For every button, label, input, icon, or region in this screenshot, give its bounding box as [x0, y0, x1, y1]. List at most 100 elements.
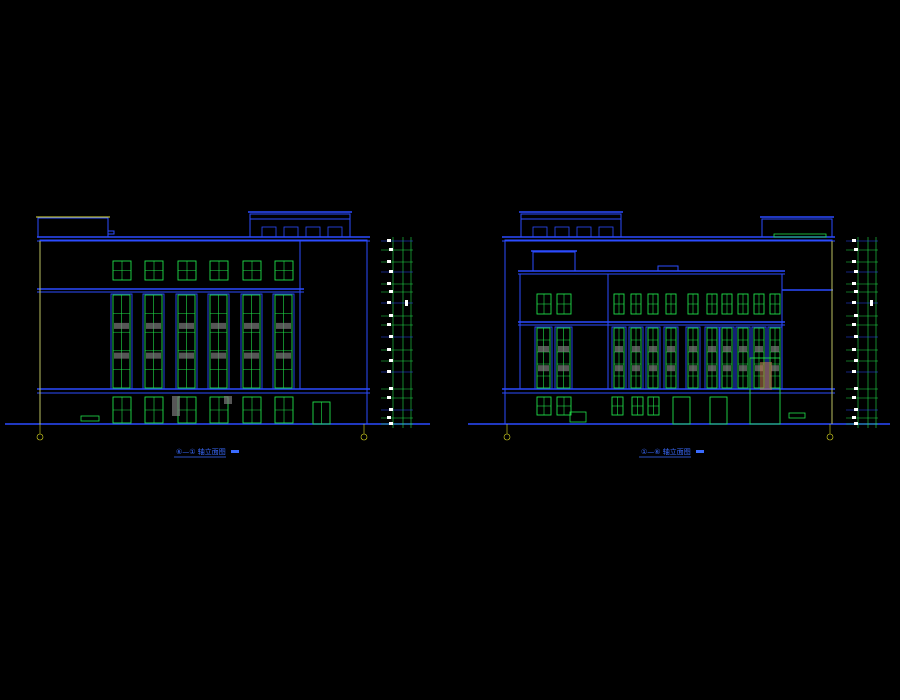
right-drawing-title: ①—⑥ 轴立面图 — [641, 447, 691, 456]
right-tall-window-frame — [645, 326, 661, 390]
right-tall-window-spandrel — [689, 346, 697, 352]
left-elevation — [5, 211, 430, 425]
right-tall-window-spandrel — [771, 346, 779, 352]
right-tall-window-frame — [534, 326, 553, 390]
right-tall-window-spandrel — [632, 365, 640, 372]
left-dim-label-block — [387, 416, 391, 419]
right-tall-window-spandrel — [538, 346, 549, 352]
right-tall-window-spandrel — [708, 365, 716, 372]
right-roof-window — [598, 226, 614, 238]
right-dim-label-block — [854, 335, 858, 338]
left-tall-window-frame — [175, 293, 198, 390]
right-glass-lobby — [749, 357, 781, 425]
right-dim-label-block — [854, 248, 858, 251]
left-dim-label-block — [389, 408, 393, 411]
left-dimension-ladder — [381, 237, 413, 428]
right-axis-bubble-start — [503, 433, 511, 441]
left-roof-window — [261, 226, 277, 238]
left-tall-window-spandrel — [114, 322, 129, 329]
right-tall-window-frame — [685, 326, 701, 390]
right-tall-window-spandrel — [649, 365, 657, 372]
right-tall-window-spandrel — [755, 365, 763, 372]
right-dim-label-block — [854, 408, 858, 411]
right-entrance-door — [672, 396, 691, 425]
left-axis-markers — [36, 424, 368, 441]
right-vent — [788, 412, 806, 419]
left-dim-label-block — [387, 370, 391, 373]
left-axis-bubble-start — [36, 433, 44, 441]
right-lobby-accent — [760, 362, 772, 390]
right-dimension-ladder — [846, 237, 878, 428]
right-elevation — [468, 211, 890, 425]
left-dim-label-block — [389, 422, 393, 425]
left-dim-label-block — [387, 282, 391, 285]
right-roof-box-left — [520, 213, 622, 238]
right-roof-vent — [657, 265, 679, 272]
left-roof-window — [327, 226, 343, 238]
left-tall-window-spandrel — [244, 352, 259, 359]
left-dim-label-block — [387, 260, 391, 263]
right-dim-label-block — [854, 314, 858, 317]
right-entrance-door — [709, 396, 728, 425]
right-dim-label-block — [852, 396, 856, 399]
left-dim-label-block — [389, 359, 393, 362]
right-dim-label-block — [852, 260, 856, 263]
left-tall-window-frame — [142, 293, 165, 390]
left-tall-window-frame — [110, 293, 133, 390]
right-tall-window-spandrel — [723, 346, 731, 352]
right-dim-label-block — [854, 270, 858, 273]
right-tall-window-spandrel — [723, 365, 731, 372]
left-roof-window — [305, 226, 321, 238]
right-dim-label-block — [870, 300, 873, 306]
left-tall-window-spandrel — [179, 352, 194, 359]
left-hatch-panel — [172, 396, 180, 416]
right-dim-label-block — [852, 348, 856, 351]
right-tall-window-frame — [554, 326, 573, 390]
right-tall-window-spandrel — [615, 365, 623, 372]
left-tall-window-spandrel — [211, 352, 226, 359]
right-title-scale-box — [696, 450, 704, 453]
left-tall-window-spandrel — [146, 352, 161, 359]
left-tall-window-spandrel — [146, 322, 161, 329]
left-dim-label-block — [389, 248, 393, 251]
left-tall-window-frame — [207, 293, 230, 390]
left-dim-label-block — [387, 239, 391, 242]
left-hatch-panel-small — [224, 396, 232, 404]
right-roof-window — [576, 226, 592, 238]
right-tall-window-spandrel — [558, 365, 569, 372]
left-dim-label-block — [387, 348, 391, 351]
right-tall-window-spandrel — [739, 346, 747, 352]
right-tall-window-spandrel — [558, 346, 569, 352]
right-tall-window-frame — [628, 326, 644, 390]
left-tall-window-spandrel — [114, 352, 129, 359]
left-dim-label-block — [405, 300, 408, 306]
right-dim-label-block — [852, 282, 856, 285]
right-tall-window-spandrel — [755, 346, 763, 352]
right-dim-label-block — [852, 239, 856, 242]
right-dim-label-block — [852, 323, 856, 326]
right-dim-label-block — [854, 387, 858, 390]
right-tall-window-spandrel — [615, 346, 623, 352]
left-tall-window-spandrel — [276, 322, 291, 329]
left-dim-label-block — [389, 387, 393, 390]
right-tall-window-spandrel — [739, 365, 747, 372]
left-windows — [80, 226, 343, 425]
left-roof-box-right — [249, 213, 351, 238]
left-dim-label-block — [389, 290, 393, 293]
right-tall-window-spandrel — [538, 365, 549, 372]
right-tall-window-spandrel — [667, 346, 675, 352]
right-tall-window-spandrel — [689, 365, 697, 372]
right-tall-window-spandrel — [632, 346, 640, 352]
right-tall-window-frame — [663, 326, 679, 390]
left-drawing-title: ⑥—① 轴立面图 — [176, 447, 226, 456]
right-windows — [532, 226, 827, 425]
left-roof-small — [107, 230, 115, 235]
left-tall-window-spandrel — [211, 322, 226, 329]
right-roof-window — [554, 226, 570, 238]
left-tall-window-spandrel — [276, 352, 291, 359]
right-dim-label-block — [854, 422, 858, 425]
left-dim-label-block — [387, 396, 391, 399]
left-dim-label-block — [389, 314, 393, 317]
